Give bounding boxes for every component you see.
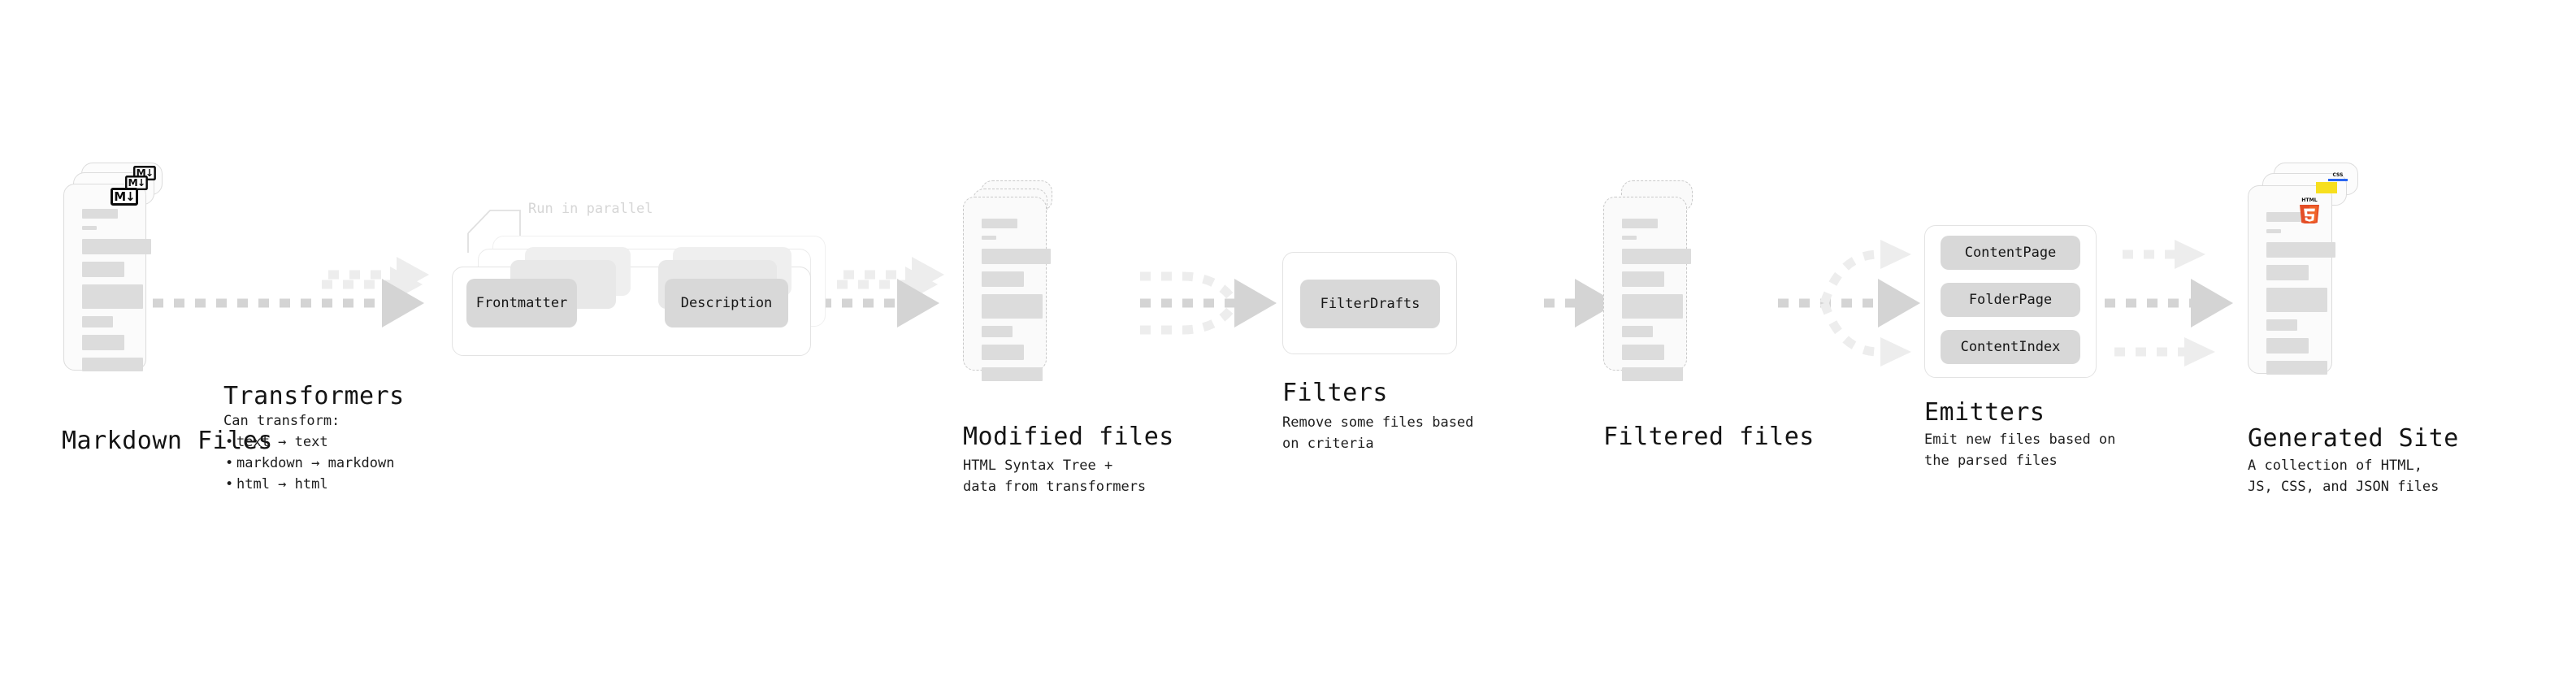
markdown-badge-label: M↓ — [114, 189, 135, 204]
run-in-parallel-annotation: Run in parallel — [528, 201, 653, 217]
stage-desc-transformers: Can transform: — [223, 413, 340, 429]
stage-desc-filters: Remove some files based on criteria — [1282, 414, 1474, 452]
transformers-bullet-0: text → text — [223, 432, 394, 453]
markdown-files-stack: M↓ M↓ M↓ — [63, 163, 234, 374]
transformers-bullet-list: text → text markdown → markdown html → h… — [223, 432, 394, 495]
pill-contentindex[interactable]: ContentIndex — [1941, 330, 2080, 364]
markdown-badge: M↓ — [111, 188, 138, 206]
transformers-bullet-1: markdown → markdown — [223, 453, 394, 474]
pill-contentpage[interactable]: ContentPage — [1941, 236, 2080, 270]
stage-title-modified: Modified files — [963, 423, 1174, 451]
filtered-doc-skeleton — [1604, 197, 1691, 381]
transformers-group: Frontmatter Description — [452, 236, 842, 366]
pill-frontmatter[interactable]: Frontmatter — [466, 279, 577, 327]
stage-title-emitters: Emitters — [1924, 398, 2045, 427]
modified-files-stack — [963, 180, 1134, 392]
html5-badge: HTML — [2298, 196, 2321, 225]
markdown-doc-front — [63, 184, 151, 371]
pill-description[interactable]: Description — [665, 279, 788, 327]
stage-title-filters: Filters — [1282, 379, 1388, 407]
stage-desc-modified: HTML Syntax Tree + data from transformer… — [963, 458, 1147, 495]
css-badge: CSS — [2328, 171, 2348, 181]
css-badge-word: CSS — [2332, 172, 2344, 178]
css-badge-bar — [2328, 179, 2348, 181]
pill-filterdrafts[interactable]: FilterDrafts — [1300, 280, 1440, 328]
arrow-modified-to-filters — [1140, 271, 1277, 335]
arrow-filtered-to-emitters — [1778, 240, 1920, 367]
filtered-doc-front — [1603, 197, 1691, 381]
stage-title-filtered-files: Filtered files — [1603, 423, 1815, 451]
modified-doc-front — [963, 197, 1051, 381]
stage-title-transformers: Transformers — [223, 382, 405, 410]
generated-doc-skeleton — [2249, 186, 2335, 375]
stage-title-generated-site: Generated Site — [2248, 424, 2459, 453]
filtered-files-stack — [1603, 180, 1774, 392]
html5-badge-svg: HTML — [2300, 197, 2319, 225]
stage-desc-generated-site: A collection of HTML, JS, CSS, and JSON … — [2248, 458, 2439, 495]
stage-desc-emitters: Emit new files based on the parsed files — [1924, 432, 2116, 469]
html5-badge-word: HTML — [2301, 197, 2318, 203]
markdown-doc-skeleton — [64, 184, 151, 371]
arrow-emitters-to-site — [2105, 240, 2233, 367]
js-badge — [2316, 182, 2337, 193]
generated-doc-html — [2248, 185, 2335, 375]
modified-doc-skeleton — [964, 197, 1051, 381]
pill-folderpage[interactable]: FolderPage — [1941, 283, 2080, 317]
transformers-bullet-2: html → html — [223, 474, 394, 495]
generated-site-stack: CSS HTML — [2248, 163, 2435, 382]
